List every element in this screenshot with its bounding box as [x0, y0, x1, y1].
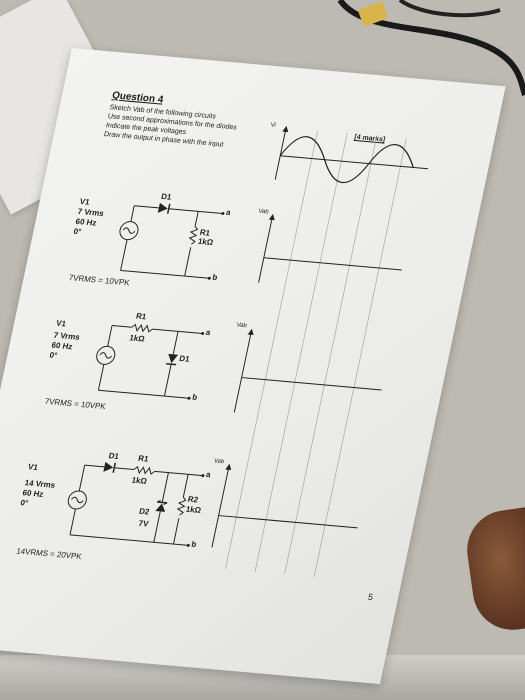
resistor-label: R1	[137, 453, 150, 464]
resistor-value: 1kΩ	[130, 475, 148, 486]
resistor2-label: R2	[186, 494, 199, 505]
circuit-1	[119, 202, 225, 280]
worksheet-paper: Question 4 Sketch Vab of the following c…	[0, 48, 506, 685]
circuit-3	[67, 461, 205, 547]
zener-voltage: 7V	[137, 518, 150, 529]
output-axis-2	[233, 332, 382, 413]
output-axis-1	[258, 217, 402, 283]
circuit-2	[96, 323, 205, 400]
zener-label: D2	[138, 506, 151, 517]
input-sine	[274, 125, 429, 184]
source-frequency: 60 Hz	[21, 488, 45, 499]
resistor2-value: 1kΩ	[184, 504, 202, 515]
output-axis-3	[211, 467, 358, 548]
graph-area	[211, 125, 429, 577]
diode-label: D1	[107, 451, 120, 461]
source-name: V1	[27, 462, 39, 473]
